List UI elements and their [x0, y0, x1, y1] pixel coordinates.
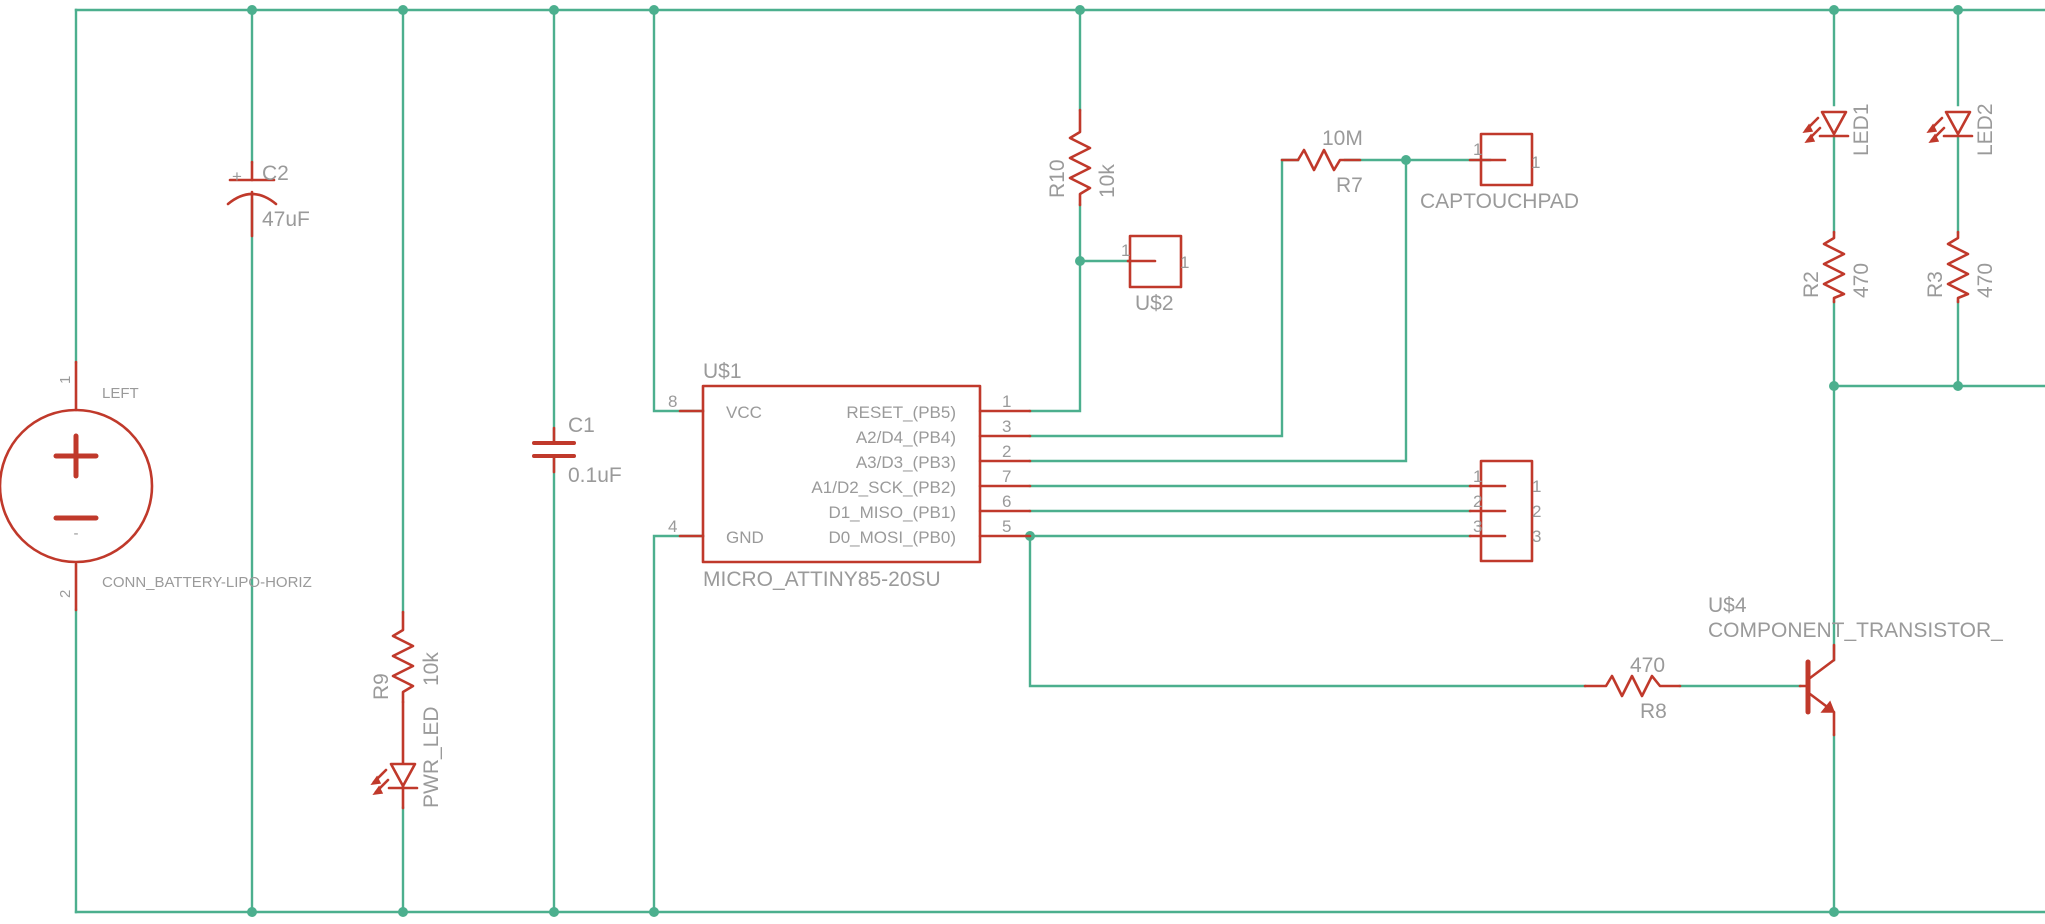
r8-value: 470 — [1630, 654, 1665, 677]
u1-pin-num: 1 — [1002, 392, 1011, 411]
header-pin-left: 3 — [1473, 517, 1482, 536]
u1-pin-num: 2 — [1002, 442, 1011, 461]
transistor-u4[interactable]: U$4 COMPONENT_TRANSISTOR_ — [1708, 594, 2003, 737]
wires — [74, 8, 2045, 914]
u4-ref: U$4 — [1708, 594, 1747, 617]
u4-part: COMPONENT_TRANSISTOR_ — [1708, 619, 2003, 642]
u1-ref: U$1 — [703, 360, 742, 383]
wire-reset — [1028, 203, 1082, 413]
junction-dot — [1953, 5, 1963, 15]
battery-pin-1: 1 — [57, 376, 74, 384]
captouch-pin-right: 1 — [1531, 153, 1540, 172]
junction-dot — [549, 5, 559, 15]
r2-value: 470 — [1850, 263, 1873, 298]
junctions — [247, 5, 1963, 917]
u1-pin-name: A2/D4_(PB4) — [856, 428, 956, 447]
header-pin-right: 1 — [1532, 477, 1541, 496]
c2-name: C2 — [262, 162, 289, 185]
u2-pin-left: 1 — [1121, 241, 1130, 260]
battery-pin-2: 2 — [57, 590, 74, 598]
r9-value: 10k — [420, 652, 443, 686]
junction-dot — [1829, 907, 1839, 917]
battery-part-name: CONN_BATTERY-LIPO-HORIZ — [102, 574, 312, 591]
junction-dot — [247, 5, 257, 15]
u1-pin-name: VCC — [726, 403, 762, 422]
pwr-led-name: PWR_LED — [420, 706, 443, 808]
resistor-r3[interactable]: R3 470 — [1924, 230, 1997, 304]
r10-name: R10 — [1046, 159, 1069, 198]
c1-name: C1 — [568, 414, 595, 437]
u2-pin-right: 1 — [1180, 253, 1189, 272]
u1-pin-name: RESET_(PB5) — [846, 403, 956, 422]
header-pin-left: 1 — [1473, 467, 1482, 486]
junction-dot — [549, 907, 559, 917]
captouch-name: CAPTOUCHPAD — [1420, 190, 1579, 213]
led-pwr[interactable]: PWR_LED — [370, 700, 443, 810]
junction-dot — [1401, 155, 1411, 165]
r3-name: R3 — [1924, 271, 1947, 298]
junction-dot — [649, 5, 659, 15]
battery-minus-mark: - — [74, 525, 79, 542]
r3-value: 470 — [1974, 263, 1997, 298]
header-pin-left: 2 — [1473, 492, 1482, 511]
battery-label: LEFT — [102, 385, 139, 402]
capacitor-c2[interactable]: + C2 47uF — [226, 160, 310, 238]
u1-pin-name: D1_MISO_(PB1) — [828, 503, 956, 522]
led2-name: LED2 — [1974, 103, 1997, 156]
resistor-r2[interactable]: R2 470 — [1800, 230, 1873, 304]
u1-pin-num: 5 — [1002, 517, 1011, 536]
captouch-pin-left: 1 — [1473, 140, 1482, 159]
c1-value: 0.1uF — [568, 464, 622, 487]
junction-dot — [398, 907, 408, 917]
junction-dot — [1075, 256, 1085, 266]
header-pin-right: 3 — [1532, 527, 1541, 546]
u1-pin-num: 8 — [668, 392, 677, 411]
u1-pin-num: 4 — [668, 517, 677, 536]
led1-name: LED1 — [1850, 103, 1873, 156]
u1-pin-name: A1/D2_SCK_(PB2) — [811, 478, 956, 497]
wire-pb0-r8 — [1028, 534, 1587, 688]
pad-captouch[interactable]: 1 1 CAPTOUCHPAD — [1420, 132, 1579, 213]
junction-dot — [1829, 381, 1839, 391]
junction-dot — [1829, 5, 1839, 15]
resistor-r8[interactable]: 470 R8 — [1583, 654, 1682, 723]
led-2[interactable]: LED2 — [1926, 103, 1997, 156]
c2-value: 47uF — [262, 208, 310, 231]
c2-plus-mark: + — [232, 167, 242, 186]
ic-attiny85[interactable]: U$1 MICRO_ATTINY85-20SU 8 VCC 4 GND 1 RE… — [668, 360, 1032, 591]
u1-pin-name: D0_MOSI_(PB0) — [828, 528, 956, 547]
u1-pin-num: 3 — [1002, 417, 1011, 436]
junction-dot — [1953, 381, 1963, 391]
junction-dot — [1075, 5, 1085, 15]
r2-name: R2 — [1800, 271, 1823, 298]
r7-value: 10M — [1322, 127, 1363, 150]
wire-u1-vcc — [652, 8, 705, 413]
u2-name: U$2 — [1135, 292, 1174, 315]
u1-pin-name: GND — [726, 528, 764, 547]
header-pin-right: 2 — [1532, 502, 1541, 521]
battery-connector[interactable]: - 1 2 LEFT CONN_BATTERY-LIPO-HORIZ — [0, 360, 312, 612]
u1-part: MICRO_ATTINY85-20SU — [703, 568, 941, 591]
capacitor-c1[interactable]: C1 0.1uF — [532, 414, 622, 487]
pad-u2[interactable]: 1 1 U$2 — [1121, 234, 1189, 315]
r10-value: 10k — [1096, 164, 1119, 198]
header-3pin[interactable]: 1 1 2 2 3 3 — [1468, 459, 1541, 563]
junction-dot — [398, 5, 408, 15]
u1-pin-name: A3/D3_(PB3) — [856, 453, 956, 472]
u1-pin-num: 7 — [1002, 467, 1011, 486]
r8-name: R8 — [1640, 700, 1667, 723]
u1-pin-num: 6 — [1002, 492, 1011, 511]
led-1[interactable]: LED1 — [1802, 103, 1873, 156]
r9-name: R9 — [370, 673, 393, 700]
resistor-r10[interactable]: R10 10k — [1046, 108, 1119, 207]
r7-name: R7 — [1336, 174, 1363, 197]
resistor-r9[interactable]: R9 10k — [370, 610, 443, 704]
junction-dot — [247, 907, 257, 917]
resistor-r7[interactable]: 10M R7 — [1280, 127, 1363, 197]
wire-u1-gnd — [652, 534, 705, 914]
wire-pb3 — [1028, 158, 1408, 463]
junction-dot — [649, 907, 659, 917]
